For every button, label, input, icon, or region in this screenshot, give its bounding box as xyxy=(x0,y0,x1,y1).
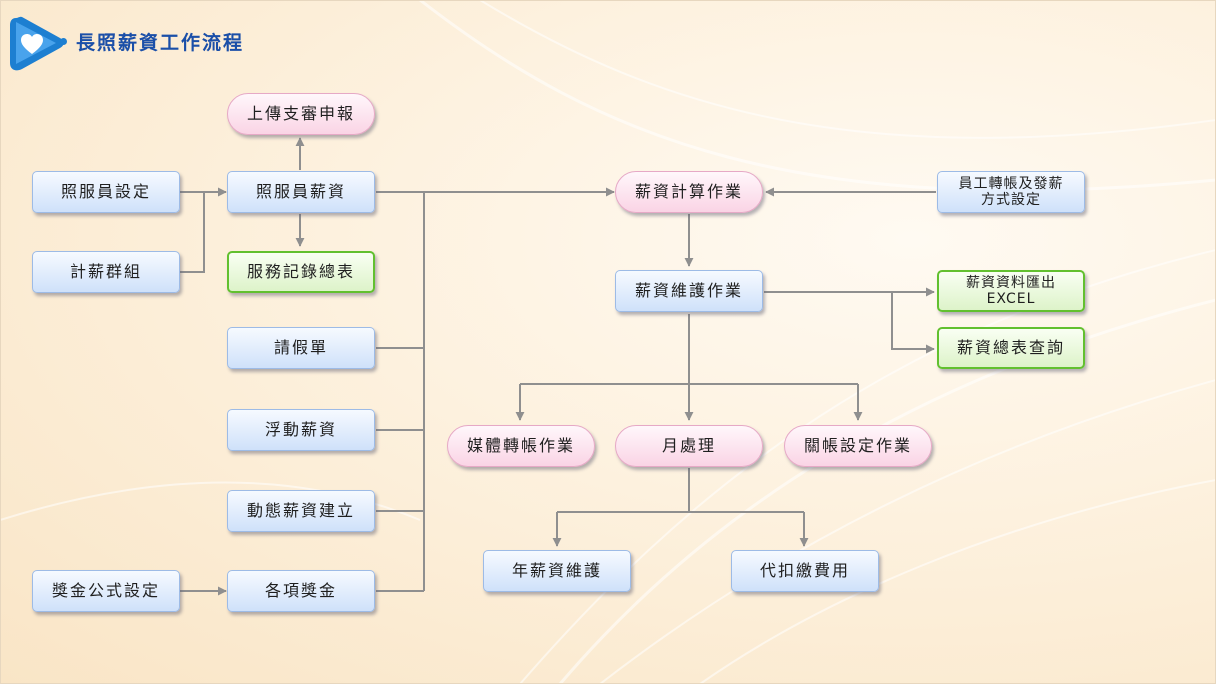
node-media-transfer[interactable]: 媒體轉帳作業 xyxy=(447,425,595,467)
node-floating-salary[interactable]: 浮動薪資 xyxy=(227,409,375,451)
node-pay-group[interactable]: 計薪群組 xyxy=(32,251,180,293)
export-excel-line1: 薪資資料匯出 xyxy=(966,274,1056,291)
node-closing-setup[interactable]: 關帳設定作業 xyxy=(784,425,932,467)
node-transfer-payment-setup[interactable]: 員工轉帳及發薪 方式設定 xyxy=(937,171,1085,213)
node-export-excel[interactable]: 薪資資料匯出 EXCEL xyxy=(937,270,1085,312)
title-bullet xyxy=(60,38,67,45)
transfer-setup-line2: 方式設定 xyxy=(981,192,1041,208)
node-salary-calculation[interactable]: 薪資計算作業 xyxy=(615,171,763,213)
node-leave-form[interactable]: 請假單 xyxy=(227,327,375,369)
node-upload-review[interactable]: 上傳支審申報 xyxy=(227,93,375,135)
export-excel-line2: EXCEL xyxy=(986,291,1036,307)
node-monthly-process[interactable]: 月處理 xyxy=(615,425,763,467)
node-withholding-fees[interactable]: 代扣繳費用 xyxy=(731,550,879,592)
node-service-record-summary[interactable]: 服務記錄總表 xyxy=(227,251,375,293)
node-salary-maintenance[interactable]: 薪資維護作業 xyxy=(615,270,763,312)
heart-play-icon xyxy=(10,16,64,71)
node-salary-summary-query[interactable]: 薪資總表查詢 xyxy=(937,327,1085,369)
node-dynamic-salary-setup[interactable]: 動態薪資建立 xyxy=(227,490,375,532)
connector-pay-group xyxy=(180,192,205,273)
node-caregiver-setup[interactable]: 照服員設定 xyxy=(32,171,180,213)
transfer-setup-line1: 員工轉帳及發薪 xyxy=(958,175,1064,192)
node-caregiver-salary[interactable]: 照服員薪資 xyxy=(227,171,375,213)
connector-to-summary-query xyxy=(891,292,935,354)
page-title: 長照薪資工作流程 xyxy=(76,32,245,54)
node-annual-salary-maintenance[interactable]: 年薪資維護 xyxy=(483,550,631,592)
node-bonuses[interactable]: 各項獎金 xyxy=(227,570,375,612)
node-bonus-formula-setup[interactable]: 獎金公式設定 xyxy=(32,570,180,612)
